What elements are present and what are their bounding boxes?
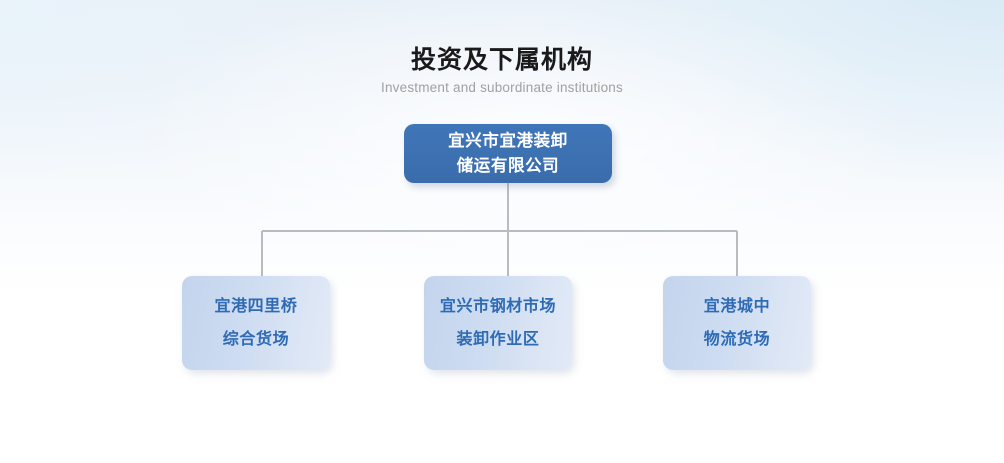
org-node-child-1-line-2: 装卸作业区 xyxy=(456,331,540,348)
org-node-child-1[interactable]: 宜兴市钢材市场 装卸作业区 xyxy=(424,276,572,370)
org-node-child-2[interactable]: 宜港城中 物流货场 xyxy=(663,276,811,370)
org-node-root-line-1: 宜兴市宜港装卸 xyxy=(448,131,568,150)
org-node-root[interactable]: 宜兴市宜港装卸 储运有限公司 xyxy=(404,124,612,183)
org-node-child-0-line-2: 综合货场 xyxy=(222,331,290,348)
org-node-root-line-2: 储运有限公司 xyxy=(456,156,560,175)
page-heading: 投资及下属机构 Investment and subordinate insti… xyxy=(0,44,1004,97)
org-node-child-1-line-1: 宜兴市钢材市场 xyxy=(439,298,557,315)
page-subtitle: Investment and subordinate institutions xyxy=(381,80,623,95)
org-node-child-2-line-1: 宜港城中 xyxy=(703,298,771,315)
org-node-child-0[interactable]: 宜港四里桥 综合货场 xyxy=(182,276,330,370)
org-node-child-2-line-2: 物流货场 xyxy=(703,331,771,348)
org-node-child-0-line-1: 宜港四里桥 xyxy=(214,298,298,315)
page-title: 投资及下属机构 xyxy=(410,46,593,74)
